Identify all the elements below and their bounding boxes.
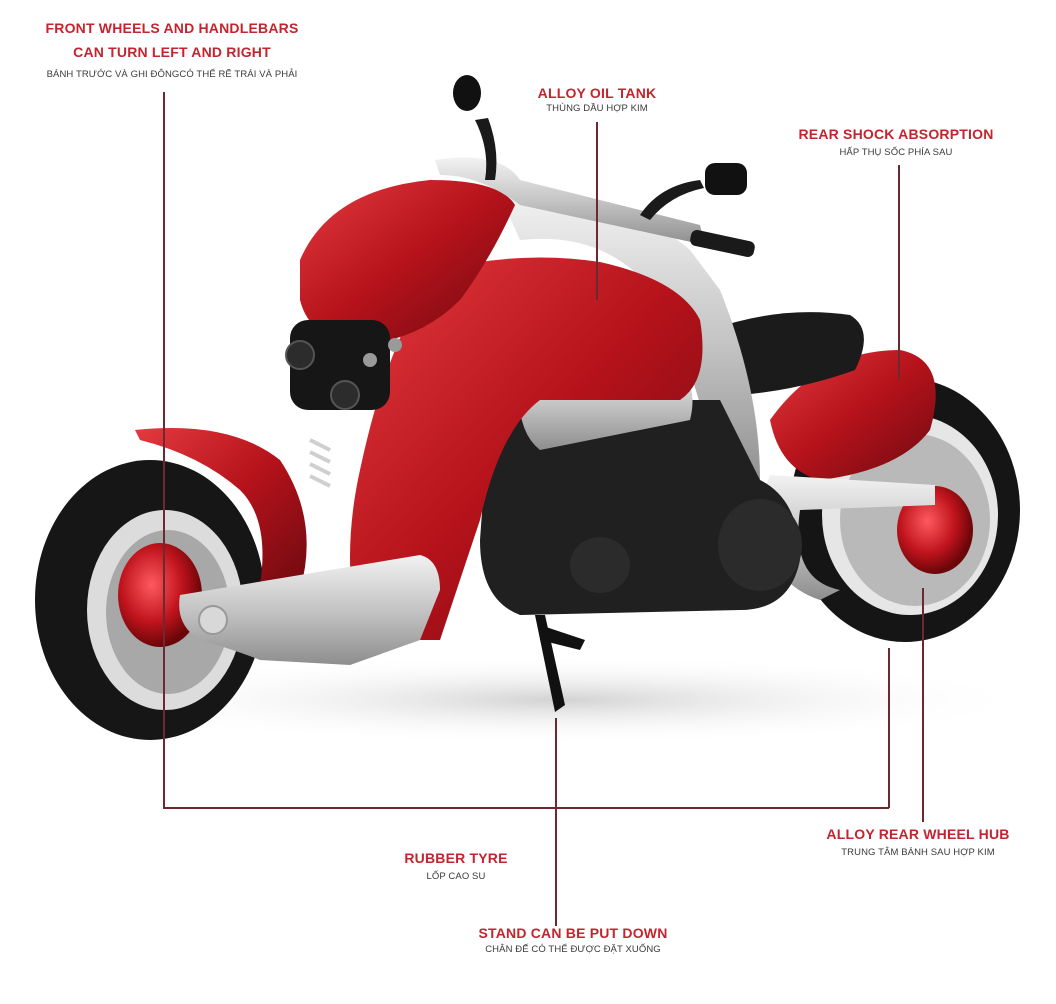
callout-rubber-tyre: RUBBER TYRE LỐP CAO SU: [404, 846, 507, 884]
callout-rear-shock: REAR SHOCK ABSORPTION HẤP THỤ SỐC PHÍA S…: [798, 122, 993, 160]
callout-title: RUBBER TYRE: [404, 850, 508, 866]
engine: [480, 359, 802, 615]
callout-alloy-oil-tank: ALLOY OIL TANK THÙNG DẦU HỢP KIM: [538, 84, 657, 116]
front-cowl: [300, 180, 515, 345]
front-arm: [179, 555, 440, 665]
leader-line-bottom: [163, 807, 889, 809]
callout-title: STAND CAN BE PUT DOWN: [478, 925, 668, 941]
leader-line-front-wheels: [163, 92, 165, 809]
callout-subtitle: LỐP CAO SU: [426, 871, 486, 882]
fuel-tank: [350, 257, 703, 640]
leader-line-rear-shock: [898, 165, 900, 380]
callout-subtitle: THÙNG DẦU HỢP KIM: [546, 103, 648, 114]
callout-title: ALLOY OIL TANK: [537, 85, 657, 101]
leader-line-rear-hub: [922, 588, 924, 822]
callout-title: REAR SHOCK ABSORPTION: [798, 126, 994, 142]
callout-subtitle: CHÂN ĐẾ CÓ THỂ ĐƯỢC ĐẶT XUỐNG: [485, 944, 661, 955]
headlights: [285, 320, 402, 410]
leader-line-oil-tank: [596, 122, 598, 300]
front-wheel-hub: [118, 543, 202, 647]
front-wheel: [35, 460, 265, 740]
callout-title: ALLOY REAR WHEEL HUB: [826, 826, 1010, 842]
callout-stand: STAND CAN BE PUT DOWN CHÂN ĐẾ CÓ THỂ ĐƯỢ…: [478, 923, 667, 957]
callout-subtitle: TRUNG TÂM BÁNH SAU HỢP KIM: [841, 847, 995, 858]
frame: [500, 194, 760, 490]
front-suspension: [309, 438, 331, 488]
callout-title: FRONT WHEELS AND HANDLEBARS: [45, 20, 299, 36]
front-fender: [135, 428, 307, 590]
leader-line-stand: [555, 718, 557, 926]
swing-arm: [760, 475, 935, 600]
handlebars: [435, 75, 755, 257]
callout-subtitle: HẤP THỤ SỐC PHÍA SAU: [839, 147, 953, 158]
callout-subtitle: BÁNH TRƯỚC VÀ GHI ĐÔNGCÓ THỂ RẼ TRÁI VÀ …: [46, 69, 298, 80]
callout-title: CAN TURN LEFT AND RIGHT: [73, 44, 271, 60]
callout-alloy-rear-wheel-hub: ALLOY REAR WHEEL HUB TRUNG TÂM BÁNH SAU …: [826, 822, 1009, 860]
seat: [710, 312, 864, 395]
leader-line-rubber-tyre: [888, 648, 890, 808]
callout-front-wheels: FRONT WHEELS AND HANDLEBARS CAN TURN LEF…: [46, 16, 299, 82]
rear-wheel-hub: [897, 486, 973, 574]
